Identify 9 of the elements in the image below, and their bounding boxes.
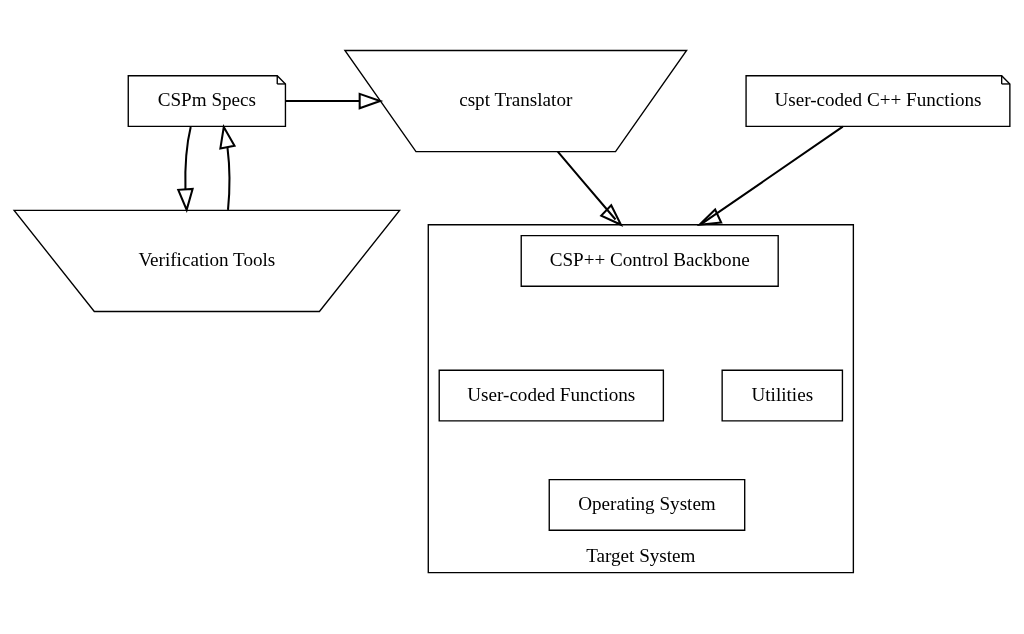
arrow bbox=[285, 92, 384, 110]
arrow bbox=[557, 151, 624, 227]
node-box: CSP++ Control Backbone bbox=[520, 235, 779, 287]
arrow bbox=[219, 123, 237, 210]
arrow bbox=[696, 125, 844, 227]
node-box: Operating System bbox=[548, 478, 746, 531]
node-box: Utilities bbox=[721, 369, 844, 422]
node-box: User-coded Functions bbox=[438, 369, 665, 422]
arrow bbox=[176, 126, 194, 213]
